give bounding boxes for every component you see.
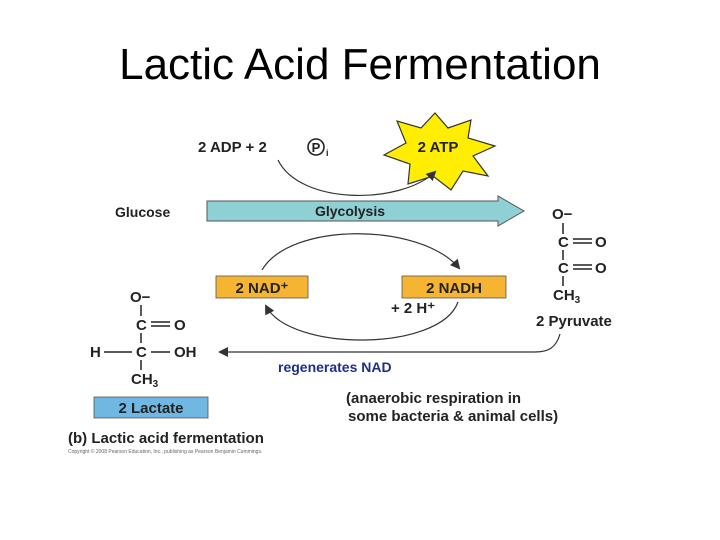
nadh-box — [401, 275, 507, 299]
pyruvate-ch3: CH3 — [553, 287, 581, 306]
nad-reduction-arrow — [261, 233, 461, 271]
pyruvate-o2: O — [595, 260, 607, 277]
figure-caption: (b) Lactic acid fermentation — [68, 430, 264, 447]
lactate-ch3: CH3 — [131, 371, 159, 390]
lactate-c1: C — [136, 317, 147, 334]
glycolysis-arrow — [206, 195, 526, 227]
pyruvate-o-minus: O− — [552, 206, 573, 223]
regenerates-label: regenerates NAD — [278, 359, 392, 375]
pyruvate-c1: C — [558, 234, 569, 251]
pyruvate-c2: C — [558, 260, 569, 277]
nad-box — [215, 275, 309, 299]
nad-label: 2 NAD⁺ — [236, 280, 289, 297]
nadh-label: 2 NADH — [426, 280, 482, 297]
hydrogen-label: + 2 H⁺ — [391, 300, 435, 317]
glucose-label: Glucose — [115, 204, 170, 220]
glycolysis-label: Glycolysis — [315, 203, 385, 219]
atp-label: 2 ATP — [418, 139, 459, 156]
pyruvate-label: 2 Pyruvate — [536, 313, 612, 330]
pyruvate-o1: O — [595, 234, 607, 251]
lactate-oh: OH — [174, 344, 197, 361]
adp-label: 2 ADP + 2 — [198, 139, 267, 156]
lactate-o-minus: O− — [130, 289, 151, 306]
lactate-o1: O — [174, 317, 186, 334]
nad-regeneration-arrow — [265, 301, 459, 341]
slide-title: Lactic Acid Fermentation — [119, 40, 601, 89]
phosphate-letter: P — [312, 140, 321, 155]
phosphate-subscript: i — [326, 148, 329, 158]
lactate-box — [93, 396, 209, 419]
lactate-c2: C — [136, 344, 147, 361]
anaerobic-note-line2: some bacteria & animal cells) — [348, 408, 558, 425]
lactate-label: 2 Lactate — [118, 400, 183, 417]
atp-burst-icon — [382, 112, 497, 191]
anaerobic-note-line1: (anaerobic respiration in — [346, 390, 521, 407]
regenerates-arrow — [218, 333, 561, 357]
copyright-notice: Copyright © 2008 Pearson Education, Inc.… — [68, 448, 262, 455]
lactate-h: H — [90, 344, 101, 361]
phosphate-circle-icon — [307, 138, 325, 156]
atp-production-arrow — [277, 159, 437, 197]
